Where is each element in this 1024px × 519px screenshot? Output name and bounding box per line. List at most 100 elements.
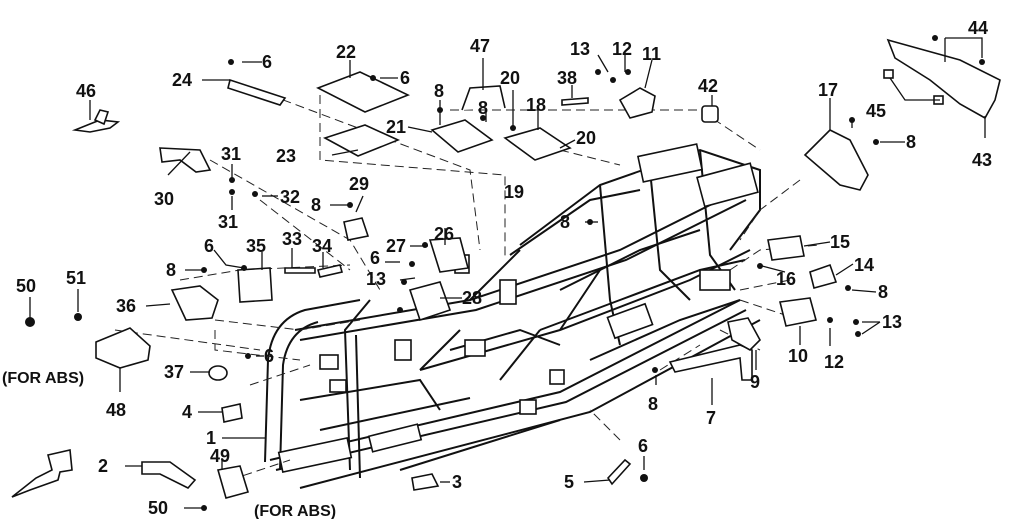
front-direction-icon: [11, 449, 73, 498]
callout-labels: 46 24 6 22 6 23 47 8 8 21 20 18 20 19 38…: [2, 18, 992, 519]
part-22: [316, 71, 410, 113]
callout-10: 10: [788, 346, 808, 366]
callout-19: 19: [504, 182, 524, 202]
part-3: [411, 473, 440, 491]
callout-20: 20: [500, 68, 520, 88]
callout-24: 24: [172, 70, 192, 90]
callout-50: 50: [16, 276, 36, 296]
callout-47: 47: [470, 36, 490, 56]
callout-6: 6: [400, 68, 410, 88]
callout-8: 8: [166, 260, 176, 280]
part-23: [322, 124, 401, 157]
callout-8: 8: [906, 132, 916, 152]
callout-30: 30: [154, 189, 174, 209]
callout-37: 37: [164, 362, 184, 382]
callout-31: 31: [221, 144, 241, 164]
part-49: [216, 465, 250, 499]
callout-13: 13: [882, 312, 902, 332]
callout-21: 21: [386, 117, 406, 137]
fasteners: [25, 35, 985, 511]
callout-13: 13: [366, 269, 386, 289]
part-43: [886, 38, 1001, 120]
callout-6: 6: [204, 236, 214, 256]
callout-4: 4: [182, 402, 192, 422]
part-46: [71, 119, 121, 133]
callout-51: 51: [66, 268, 86, 288]
callout-8: 8: [478, 98, 488, 118]
part-10: [779, 297, 817, 327]
part-26: [428, 237, 470, 273]
component-parts: [71, 38, 1001, 499]
abs-note-bottom: (FOR ABS): [254, 503, 336, 519]
part-48: [95, 327, 151, 369]
callout-8: 8: [878, 282, 888, 302]
callout-22: 22: [336, 42, 356, 62]
callout-33: 33: [282, 229, 302, 249]
callout-43: 43: [972, 150, 992, 170]
callout-18: 18: [526, 95, 546, 115]
part-28: [408, 281, 452, 322]
callout-49: 49: [210, 446, 230, 466]
callout-8: 8: [648, 394, 658, 414]
callout-3: 3: [452, 472, 462, 492]
part-29: [343, 217, 370, 241]
callout-38: 38: [557, 68, 577, 88]
callout-48: 48: [106, 400, 126, 420]
callout-6: 6: [370, 248, 380, 268]
callout-1: 1: [206, 428, 216, 448]
callout-14: 14: [854, 255, 874, 275]
callout-8: 8: [560, 212, 570, 232]
part-15: [767, 235, 805, 261]
callout-15: 15: [830, 232, 850, 252]
part-36: [170, 285, 219, 321]
part-47: [461, 85, 506, 111]
leader-lines: [29, 37, 986, 509]
part-34: [316, 264, 344, 278]
part-24: [227, 78, 287, 106]
callout-27: 27: [386, 236, 406, 256]
callout-36: 36: [116, 296, 136, 316]
callout-34: 34: [312, 236, 332, 256]
main-frame: [264, 143, 761, 489]
callout-12: 12: [824, 352, 844, 372]
part-33: [284, 267, 316, 274]
callout-50: 50: [148, 498, 168, 518]
callout-6: 6: [264, 346, 274, 366]
part-4: [221, 403, 243, 423]
part-42: [701, 105, 719, 123]
callout-26: 26: [434, 224, 454, 244]
part-35: [237, 267, 273, 303]
callout-45: 45: [866, 101, 886, 121]
part-14: [809, 263, 838, 289]
part-2: [141, 461, 197, 489]
callout-5: 5: [564, 472, 574, 492]
callout-7: 7: [706, 408, 716, 428]
part-9: [727, 317, 761, 351]
part-45-a: [883, 69, 894, 79]
callout-29: 29: [349, 174, 369, 194]
callout-44: 44: [968, 18, 988, 38]
callout-20: 20: [576, 128, 596, 148]
callout-16: 16: [776, 269, 796, 289]
callout-8: 8: [311, 195, 321, 215]
part-38: [561, 97, 589, 106]
part-5: [606, 458, 632, 486]
callout-11: 11: [642, 44, 661, 64]
part-7: [668, 344, 753, 381]
callout-35: 35: [246, 236, 266, 256]
callout-42: 42: [698, 76, 718, 96]
part-17: [803, 129, 869, 191]
part-21: [430, 119, 494, 153]
callout-6: 6: [262, 52, 272, 72]
callout-17: 17: [818, 80, 838, 100]
callout-31: 31: [218, 212, 238, 232]
callout-46: 46: [76, 81, 96, 101]
callout-32: 32: [280, 187, 300, 207]
part-37: [208, 365, 228, 381]
callout-28: 28: [462, 288, 482, 308]
abs-note-left: (FOR ABS): [2, 370, 84, 387]
callout-9: 9: [750, 372, 760, 392]
callout-2: 2: [98, 456, 108, 476]
